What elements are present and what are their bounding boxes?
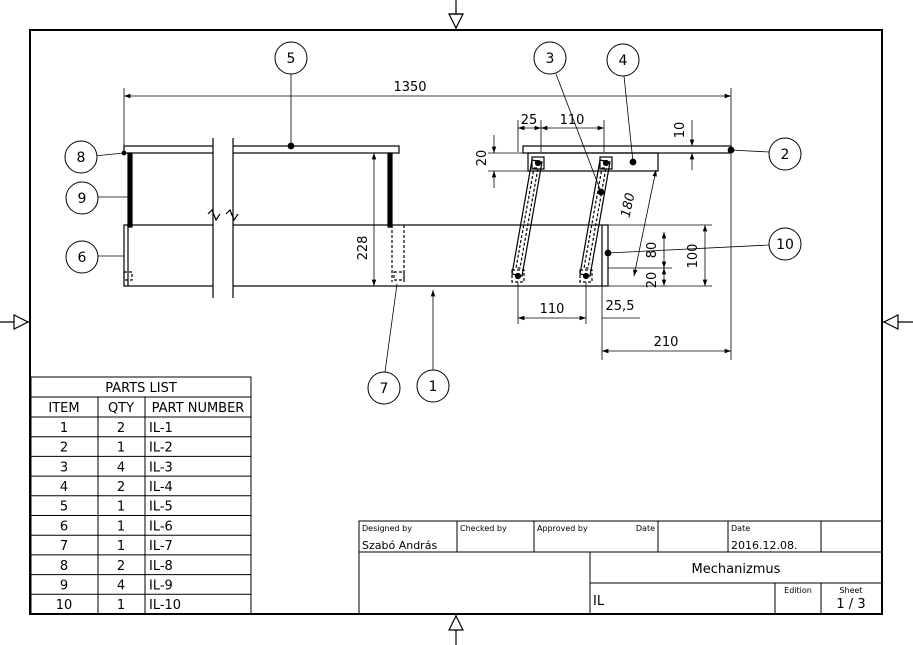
svg-text:1: 1 bbox=[429, 379, 438, 395]
parts-header-part-number: PART NUMBER bbox=[152, 401, 245, 416]
balloons: 1 2 3 4 5 6 7 8 9 10 bbox=[64, 41, 802, 405]
edition-label: Edition bbox=[784, 586, 812, 595]
parts-cell-item: 9 bbox=[60, 578, 68, 593]
parts-list-row: 5 1 IL-5 bbox=[60, 500, 173, 515]
dim-228: 228 bbox=[356, 236, 371, 261]
svg-text:7: 7 bbox=[380, 381, 389, 397]
balloon-3: 3 bbox=[533, 41, 567, 75]
svg-text:9: 9 bbox=[78, 191, 87, 207]
svg-text:2: 2 bbox=[781, 147, 790, 163]
parts-cell-item: 6 bbox=[60, 519, 68, 534]
parts-cell-part-number: IL-3 bbox=[149, 460, 173, 475]
dim-25: 25 bbox=[521, 113, 538, 128]
svg-text:8: 8 bbox=[77, 150, 86, 166]
parts-cell-qty: 2 bbox=[117, 480, 125, 495]
dim-25-5: 25,5 bbox=[606, 299, 635, 314]
dimension-lines bbox=[123, 88, 732, 360]
date-value: 2016.12.08. bbox=[731, 539, 797, 552]
dim-20-left: 20 bbox=[475, 150, 490, 167]
parts-cell-item: 2 bbox=[60, 441, 68, 456]
dimension-texts: 1350 25 110 10 20 180 228 80 100 20 110 … bbox=[356, 80, 701, 350]
dim-210: 210 bbox=[654, 335, 679, 350]
parts-cell-part-number: IL-2 bbox=[149, 441, 173, 456]
parts-cell-qty: 2 bbox=[117, 421, 125, 436]
balloon-4: 4 bbox=[606, 43, 640, 77]
parts-list-row: 8 2 IL-8 bbox=[60, 559, 173, 574]
parts-cell-qty: 1 bbox=[117, 500, 125, 515]
parts-cell-qty: 1 bbox=[117, 598, 125, 613]
dim-20-right: 20 bbox=[645, 272, 660, 289]
parts-list-title: PARTS LIST bbox=[105, 381, 177, 396]
parts-list-row: 2 1 IL-2 bbox=[60, 441, 173, 456]
dim-100: 100 bbox=[686, 244, 701, 269]
parts-cell-item: 3 bbox=[60, 460, 68, 475]
dim-110-bottom: 110 bbox=[540, 302, 565, 317]
svg-text:6: 6 bbox=[78, 250, 87, 266]
parts-cell-item: 4 bbox=[60, 480, 68, 495]
parts-cell-part-number: IL-4 bbox=[149, 480, 173, 495]
parts-header-qty: QTY bbox=[108, 401, 134, 416]
parts-cell-part-number: IL-8 bbox=[149, 559, 173, 574]
parts-cell-qty: 1 bbox=[117, 519, 125, 534]
balloon-10: 10 bbox=[768, 227, 802, 261]
dim-80: 80 bbox=[645, 242, 660, 259]
balloon-5: 5 bbox=[274, 41, 308, 75]
approved-by-label: Approved by bbox=[537, 524, 588, 533]
parts-cell-part-number: IL-6 bbox=[149, 519, 173, 534]
balloon-1: 1 bbox=[416, 369, 450, 403]
balloon-9: 9 bbox=[65, 181, 99, 215]
dim-110-top: 110 bbox=[560, 113, 585, 128]
svg-text:10: 10 bbox=[776, 237, 794, 253]
parts-cell-item: 8 bbox=[60, 559, 68, 574]
parts-cell-item: 7 bbox=[60, 539, 68, 554]
title-block: Designed by Szabó András Checked by Appr… bbox=[358, 520, 883, 615]
parts-cell-item: 10 bbox=[56, 598, 73, 613]
parts-cell-qty: 2 bbox=[117, 559, 125, 574]
parts-list-row: 7 1 IL-7 bbox=[60, 539, 173, 554]
parts-list-row: 4 2 IL-4 bbox=[60, 480, 173, 495]
svg-text:3: 3 bbox=[546, 51, 555, 67]
svg-text:5: 5 bbox=[287, 51, 296, 67]
parts-cell-part-number: IL-1 bbox=[149, 421, 173, 436]
svg-text:4: 4 bbox=[619, 53, 628, 69]
parts-cell-part-number: IL-5 bbox=[149, 500, 173, 515]
parts-cell-qty: 1 bbox=[117, 539, 125, 554]
parts-header-item: ITEM bbox=[48, 401, 79, 416]
parts-list-row: 3 4 IL-3 bbox=[60, 460, 173, 475]
balloon-8: 8 bbox=[64, 140, 98, 174]
dim-1350: 1350 bbox=[393, 80, 426, 95]
parts-list-row: 1 2 IL-1 bbox=[60, 421, 173, 436]
drawing-geometry bbox=[123, 138, 732, 298]
dim-10: 10 bbox=[673, 122, 688, 139]
drawing-number: IL bbox=[593, 594, 605, 609]
parts-cell-qty: 1 bbox=[117, 441, 125, 456]
dim-180: 180 bbox=[619, 192, 639, 219]
balloon-7: 7 bbox=[367, 371, 401, 405]
sheet-value: 1 / 3 bbox=[836, 597, 865, 612]
date-label: Date bbox=[731, 524, 750, 533]
parts-cell-part-number: IL-10 bbox=[149, 598, 181, 613]
parts-list-row: 10 1 IL-10 bbox=[56, 598, 181, 613]
drawing-title: Mechanizmus bbox=[692, 562, 781, 577]
checked-by-label: Checked by bbox=[460, 524, 507, 533]
parts-cell-qty: 4 bbox=[117, 460, 125, 475]
parts-cell-part-number: IL-9 bbox=[149, 578, 173, 593]
sheet-label: Sheet bbox=[839, 586, 862, 595]
date-label-approved: Date bbox=[636, 524, 655, 533]
balloon-2: 2 bbox=[768, 137, 802, 171]
parts-cell-qty: 4 bbox=[117, 578, 125, 593]
balloon-leaders bbox=[93, 73, 770, 373]
designed-by-label: Designed by bbox=[362, 524, 412, 533]
designed-by-value: Szabó András bbox=[362, 539, 437, 552]
parts-list-row: 9 4 IL-9 bbox=[60, 578, 173, 593]
parts-cell-part-number: IL-7 bbox=[149, 539, 173, 554]
parts-list-row: 6 1 IL-6 bbox=[60, 519, 173, 534]
parts-cell-item: 1 bbox=[60, 421, 68, 436]
balloon-6: 6 bbox=[65, 240, 99, 274]
parts-cell-item: 5 bbox=[60, 500, 68, 515]
